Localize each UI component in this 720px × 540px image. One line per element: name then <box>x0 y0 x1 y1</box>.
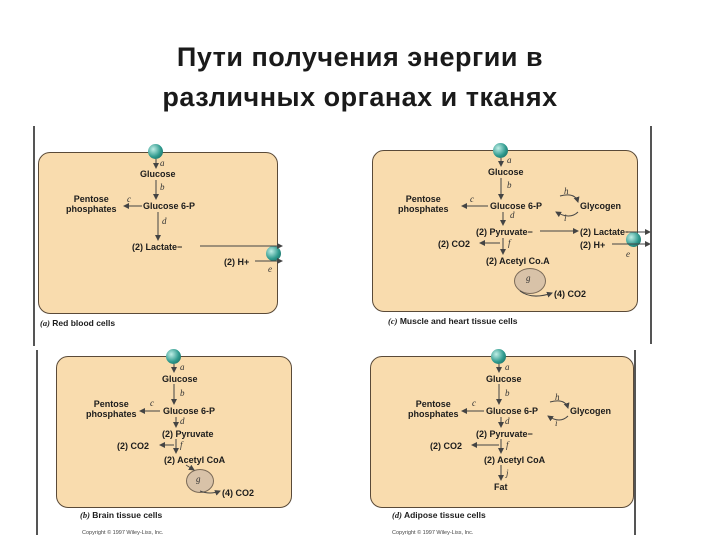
panel-caption: (c) Muscle and heart tissue cells <box>388 316 517 326</box>
step-label: c <box>150 398 154 408</box>
arrow <box>559 194 580 203</box>
caption-letter: (c) <box>388 316 398 326</box>
glucose-label: Glucose <box>140 169 176 179</box>
arrow <box>199 490 221 496</box>
step-label: d <box>180 416 185 426</box>
panel-muscle-heart-cells <box>372 150 638 312</box>
step-label: f <box>506 440 509 450</box>
glycogen-label: Glycogen <box>570 406 612 416</box>
pyruvate-label: (2) Pyruvate− <box>476 429 533 439</box>
step-label: b <box>507 180 512 190</box>
arrow <box>185 464 195 471</box>
glucose-6p-label: Glucose 6-P <box>490 201 543 211</box>
pentose-phosphates-label: Pentose phosphates <box>86 399 137 419</box>
step-label: b <box>160 182 165 192</box>
caption-text: Red blood cells <box>52 318 116 328</box>
frame-line-right <box>650 126 652 344</box>
caption-text: Muscle and heart tissue cells <box>399 316 518 326</box>
glucose-transporter-icon <box>166 349 181 364</box>
step-label: a <box>180 362 185 372</box>
co2-label: (2) CO2 <box>438 239 471 249</box>
step-label: c <box>127 194 131 204</box>
step-label: c <box>472 398 476 408</box>
caption-text: Adipose tissue cells <box>403 510 486 520</box>
acetyl-coa-label: (2) Acetyl CoA <box>484 455 546 465</box>
glucose-label: Glucose <box>162 374 198 384</box>
step-label: g <box>526 273 531 283</box>
step-label: e <box>626 249 630 259</box>
lactate-transporter-icon <box>626 232 641 247</box>
panel-caption: (a) Red blood cells <box>40 318 115 328</box>
caption-letter: (b) <box>80 510 90 520</box>
step-label: b <box>505 388 510 398</box>
step-label: b <box>180 388 185 398</box>
frame-line-left-bottom <box>36 350 38 535</box>
pentose-phosphates-label: Pentose phosphates <box>408 399 459 419</box>
copyright-text: Copyright © 1997 Wiley-Liss, Inc. <box>392 530 474 536</box>
tca-cycle-circle <box>186 469 214 493</box>
h-plus-label: (2) H+ <box>580 240 606 250</box>
glucose-6p-label: Glucose 6-P <box>163 406 216 416</box>
acetyl-coa-label: (2) Acetyl Co.A <box>486 256 550 266</box>
glucose-transporter-icon <box>491 349 506 364</box>
caption-letter: (d) <box>392 510 402 520</box>
co2-label: (2) CO2 <box>117 441 150 451</box>
glucose-transporter-icon <box>148 144 163 159</box>
glucose-transporter-icon <box>493 143 508 158</box>
step-label: g <box>196 474 201 484</box>
co2-output-label: (4) CO2 <box>554 289 587 299</box>
panel-brain-tissue-cells <box>56 356 292 508</box>
caption-text: Brain tissue cells <box>92 510 163 520</box>
step-label: f <box>180 440 183 450</box>
arrow <box>549 400 570 409</box>
arrow <box>519 290 553 298</box>
step-label: h <box>555 392 560 402</box>
step-label: c <box>470 194 474 204</box>
panel-caption: (d) Adipose tissue cells <box>392 510 486 520</box>
panel-caption: (b) Brain tissue cells <box>80 510 162 520</box>
step-label: i <box>555 418 558 428</box>
copyright-text: Copyright © 1997 Wiley-Liss, Inc. <box>82 530 164 536</box>
slide-title-line1: Пути получения энергии в <box>176 42 544 72</box>
fat-label: Fat <box>494 482 508 492</box>
step-label: a <box>505 362 510 372</box>
tca-cycle-circle <box>514 268 546 294</box>
step-label: e <box>268 264 272 274</box>
panel-adipose-tissue-cells <box>370 356 634 508</box>
h-plus-label: (2) H+ <box>224 257 250 267</box>
step-label: j <box>506 468 509 478</box>
lactate-transporter-icon <box>266 246 281 261</box>
pyruvate-label: (2) Pyruvate <box>162 429 214 439</box>
caption-letter: (a) <box>40 318 50 328</box>
lactate-label: (2) Lactate− <box>132 242 183 252</box>
step-label: d <box>505 416 510 426</box>
glycogen-label: Glycogen <box>580 201 622 211</box>
step-label: d <box>162 216 167 226</box>
step-label: d <box>510 210 515 220</box>
step-label: i <box>564 213 567 223</box>
co2-output-label: (4) CO2 <box>222 488 255 498</box>
slide-title-line2: различных органах и тканях <box>162 82 558 112</box>
arrow <box>555 211 579 218</box>
frame-line-right-bottom <box>634 350 636 535</box>
glucose-6p-label: Glucose 6-P <box>143 201 196 211</box>
frame-line-left <box>33 126 35 346</box>
glucose-label: Glucose <box>486 374 522 384</box>
pentose-phosphates-label: Pentose phosphates <box>66 194 117 214</box>
step-label: a <box>160 158 165 168</box>
pentose-phosphates-label: Pentose phosphates <box>398 194 449 214</box>
pyruvate-label: (2) Pyruvate− <box>476 227 533 237</box>
glucose-6p-label: Glucose 6-P <box>486 406 539 416</box>
arrow <box>547 415 569 422</box>
acetyl-coa-label: (2) Acetyl CoA <box>164 455 226 465</box>
step-label: f <box>508 238 511 248</box>
step-label: h <box>564 186 569 196</box>
glucose-label: Glucose <box>488 167 524 177</box>
co2-label: (2) CO2 <box>430 441 463 451</box>
step-label: a <box>507 155 512 165</box>
lactate-label: (2) Lactate− <box>580 227 631 237</box>
